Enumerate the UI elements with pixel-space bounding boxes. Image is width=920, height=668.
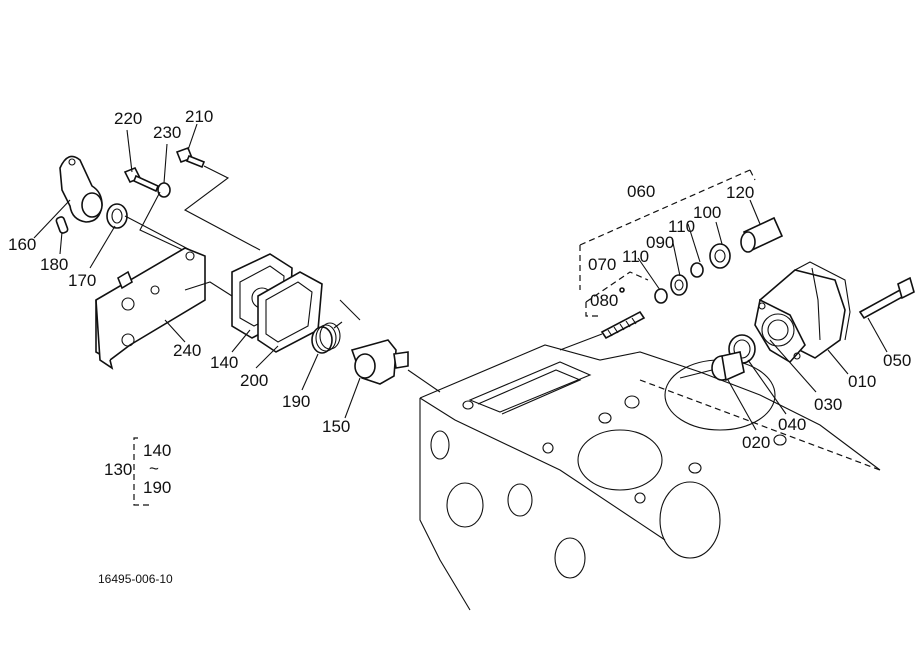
label-060: 060 [627,182,655,201]
bushing-020 [679,351,745,382]
label-190: 190 [282,392,310,411]
assembly-number: 130 [104,460,132,479]
assembly-from: 140 [143,441,171,460]
drawing-number: 16495-006-10 [98,572,173,586]
label-150: 150 [322,417,350,436]
label-030: 030 [814,395,842,414]
label-180: 180 [40,255,68,274]
part-labels: 220 230 210 160 180 170 240 140 200 190 … [8,107,911,452]
shaft-150 [339,299,441,393]
governor-lever-assembly [55,146,261,259]
assembly-tilde: ~ [149,459,159,478]
label-160: 160 [8,235,36,254]
label-020: 020 [742,433,770,452]
assembly-group-note: 130 140 ~ 190 [104,437,171,506]
sleeve-120 [740,216,784,253]
label-200: 200 [240,371,268,390]
assembly-to: 190 [143,478,171,497]
spring-080 [559,287,646,351]
label-210: 210 [185,107,213,126]
label-220: 220 [114,109,142,128]
washers-090-110 [654,243,731,304]
label-110-upper: 110 [668,217,695,236]
label-110-lower: 110 [622,247,649,266]
housing-010 [754,261,851,364]
label-100: 100 [693,203,721,222]
label-080: 080 [590,291,618,310]
label-120: 120 [726,183,754,202]
kit-060-bracket [579,169,756,317]
plate-240 [95,247,233,370]
label-240: 240 [173,341,201,360]
engine-block [419,344,881,611]
label-090: 090 [646,233,674,252]
label-050: 050 [883,351,911,370]
label-040: 040 [778,415,806,434]
label-140: 140 [210,353,238,372]
leader-lines [33,123,888,431]
label-170: 170 [68,271,96,290]
label-010: 010 [848,372,876,391]
bolt-050 [858,276,915,320]
spring-190 [311,321,343,354]
label-070: 070 [588,255,616,274]
label-230: 230 [153,123,181,142]
